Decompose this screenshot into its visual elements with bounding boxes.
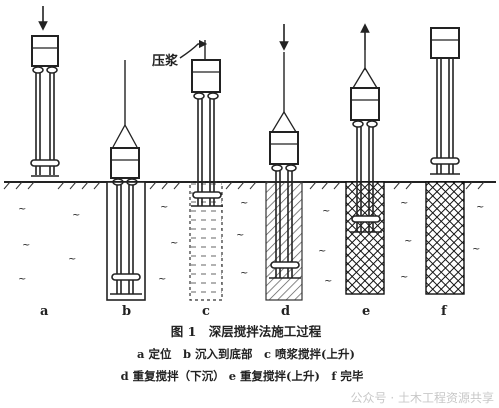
- svg-text:~: ~: [158, 274, 166, 285]
- finished-pile: [425, 181, 465, 295]
- svg-text:~: ~: [18, 274, 26, 285]
- svg-text:~: ~: [68, 254, 76, 265]
- mixer-motor: [350, 87, 380, 121]
- svg-text:~: ~: [236, 230, 244, 241]
- stage-a-positioning: a: [30, 6, 60, 319]
- svg-text:~: ~: [318, 246, 326, 257]
- mixing-blade: [430, 157, 460, 165]
- mixer-motor: [430, 27, 460, 59]
- stage-c-grout-jet-mixing-up: 压浆 c: [152, 39, 223, 319]
- stage-e-repeat-mixing-up: e: [345, 23, 385, 319]
- grout-line-arrow: [179, 39, 208, 59]
- svg-text:~: ~: [324, 276, 332, 287]
- mixing-blade: [30, 159, 60, 167]
- svg-text:~: ~: [72, 210, 80, 221]
- svg-text:~: ~: [476, 202, 484, 213]
- stage-letter: e: [362, 304, 370, 319]
- crosshatch-column: [345, 181, 385, 295]
- svg-text:~: ~: [322, 206, 330, 217]
- svg-text:~: ~: [18, 204, 26, 215]
- hatched-column: [265, 181, 303, 301]
- mixing-blade: [270, 261, 300, 269]
- caption-line-1: a 定位 b 沉入到底部 c 喷浆搅拌(上升): [137, 347, 355, 361]
- svg-text:~: ~: [472, 244, 480, 255]
- watermark: 公众号 · 土木工程资源共享: [351, 390, 494, 405]
- svg-text:~: ~: [160, 202, 168, 213]
- mixer-motor: [269, 131, 299, 165]
- svg-text:~: ~: [170, 238, 178, 249]
- stage-letter: d: [281, 304, 290, 319]
- bore-hole: [106, 181, 146, 301]
- stage-letter: a: [40, 304, 49, 319]
- mixer-motor: [110, 147, 140, 179]
- stage-letter: c: [202, 304, 210, 319]
- svg-text:~: ~: [400, 198, 408, 209]
- svg-text:~: ~: [400, 272, 408, 283]
- svg-text:~: ~: [240, 198, 248, 209]
- caption-title: 图 1 深层搅拌法施工过程: [171, 324, 322, 339]
- svg-text:~: ~: [240, 268, 248, 279]
- stage-f-completed: f: [425, 27, 465, 319]
- stage-b-sink-to-bottom: b: [106, 60, 146, 319]
- stage-letter: f: [441, 304, 448, 319]
- mixer-motor: [191, 59, 221, 93]
- mixing-blade: [192, 191, 222, 199]
- pressure-grout-label: 压浆: [152, 53, 179, 69]
- svg-text:~: ~: [22, 240, 30, 251]
- mixer-motor: [31, 35, 59, 67]
- figure-caption: 图 1 深层搅拌法施工过程 a 定位 b 沉入到底部 c 喷浆搅拌(上升) d …: [121, 324, 364, 383]
- stage-letter: b: [122, 304, 131, 319]
- mixing-blade: [351, 215, 381, 223]
- svg-text:~: ~: [404, 236, 412, 247]
- mixing-blade: [111, 273, 141, 281]
- caption-line-2: d 重复搅拌（下沉） e 重复搅拌(上升) f 完毕: [121, 369, 364, 383]
- grout-column: [189, 181, 223, 301]
- stage-d-repeat-mixing-down: d: [265, 24, 303, 319]
- ground-surface: ~ ~ ~ ~ ~ ~ ~ ~ ~ ~ ~ ~ ~ ~ ~ ~ ~ ~ ~: [3, 181, 496, 287]
